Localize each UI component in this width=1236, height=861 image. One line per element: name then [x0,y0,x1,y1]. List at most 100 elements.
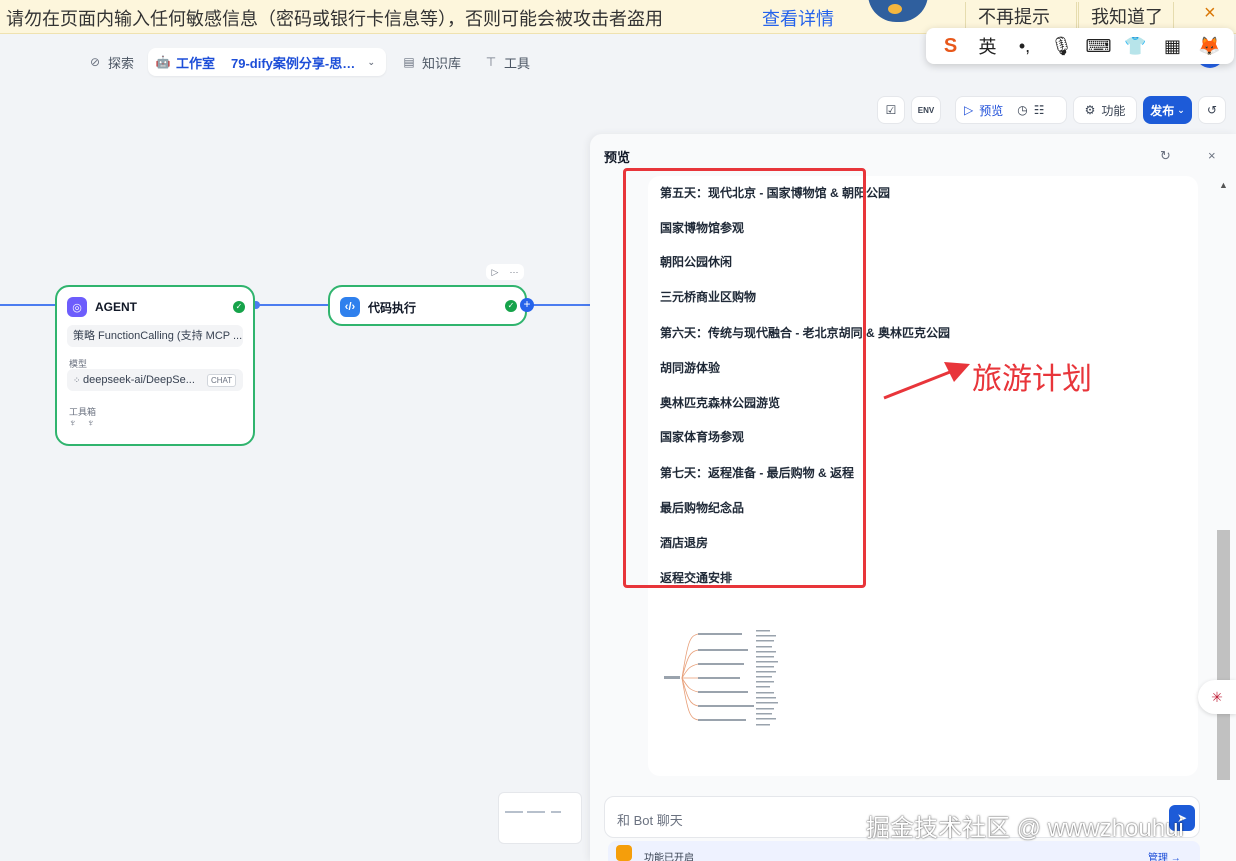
annotation-box [623,168,866,588]
itinerary-line: 第五天：现代北京 - 国家博物馆 & 朝阳公园 [660,186,890,200]
itinerary-line: 国家博物馆参观 [660,221,745,235]
env-button[interactable]: ENV [911,96,941,124]
history-icon: ↺ [1206,103,1218,117]
success-check-icon: ✓ [233,301,245,313]
features-enabled-text: 功能已开启 [644,853,694,861]
robot-icon: 🤖 [155,55,171,69]
mindmap-image[interactable] [658,600,808,762]
features-button[interactable]: ⚙ 功能 [1073,96,1137,124]
checklist-icon[interactable]: ☷ [1033,103,1045,117]
play-icon: ▷ [964,103,974,117]
send-button[interactable]: ➤ [1169,805,1195,831]
preview-title: 预览 [604,150,631,165]
ime-toolbar: S 英 •, 🎙 ⌨ 👕 ▦ 🦊 [926,28,1234,64]
fox-mascot-icon[interactable]: 🦊 [1198,35,1221,56]
model-name: deepseek-ai/DeepSe... [83,374,195,386]
view-details-link[interactable]: 查看详情 [762,9,834,29]
itinerary-line: 国家体育场参观 [660,430,745,444]
preview-group: ▷ 预览 ◷ ☷ [955,96,1067,124]
warning-text: 请勿在页面内输入任何敏感信息（密码或银行卡信息等），否则可能会被攻击者盗用 [6,9,663,29]
more-icon[interactable]: ··· [509,267,519,277]
edge-code-out [526,304,592,306]
itinerary-line: 胡同游体验 [660,361,721,375]
ime-lang-toggle[interactable]: 英 [978,37,997,57]
agent-icon: ◎ [67,297,87,317]
microphone-icon[interactable]: 🎙 [1050,35,1073,56]
agent-node[interactable]: ◎ AGENT ✓ 策略 FunctionCalling (支持 MCP ...… [55,285,255,446]
watermark-text: 掘金技术社区 @ wwwzhouhui [866,815,1184,842]
code-node-title: 代码执行 [368,300,417,315]
punctuation-icon[interactable]: •, [1018,35,1031,56]
scrollbar-thumb[interactable] [1217,530,1230,780]
chevron-down-icon[interactable]: ⌄ [367,56,376,67]
agent-output-handle[interactable] [252,301,260,309]
annotation-arrow-icon [883,362,970,400]
mascot-image [868,0,928,22]
code-node[interactable]: ‹/› 代码执行 ✓ [328,285,527,326]
itinerary-line: 奥林匹克森林公园游览 [660,396,781,410]
app-name[interactable]: 79-dify案例分享-思维... [231,55,359,71]
close-icon[interactable]: × [1208,148,1216,163]
model-label: 模型 [69,359,88,369]
warning-banner: 请勿在页面内输入任何敏感信息（密码或银行卡信息等），否则可能会被攻击者盗用 查看… [0,0,1236,34]
code-icon: ‹/› [340,297,360,317]
manage-features-link[interactable]: 管理 → [1148,853,1181,861]
nav-tools-label: 工具 [504,55,531,71]
itinerary-line: 最后购物纪念品 [660,501,745,515]
chevron-down-icon: ⌄ [1177,104,1185,115]
floating-assistant-icon[interactable]: ✳ [1198,680,1236,714]
agent-model-field[interactable]: deepseek-ai/DeepSe... [67,369,243,391]
nav-explore[interactable]: ⊘ 探索 [88,50,134,74]
banner-close-icon[interactable]: × [1204,2,1216,24]
dont-remind-button[interactable]: 不再提示 [965,2,1077,32]
history-run-icon[interactable]: ◷ [1017,103,1028,117]
model-provider-icon: ⁘ [73,375,81,385]
sogou-logo-icon[interactable]: S [943,34,958,57]
hammer-icon: ⊤ [485,55,497,69]
run-node-icon[interactable]: ▷ [491,266,499,277]
env-label: ENV [917,105,935,115]
nav-explore-label: 探索 [108,55,135,71]
chat-input-box[interactable]: 和 Bot 聊天 ➤ [604,796,1200,838]
add-node-plus-icon[interactable]: + [520,298,534,312]
itinerary-line: 酒店退房 [660,536,709,550]
itinerary-line: 返程交通安排 [660,571,733,585]
refresh-icon[interactable]: ↻ [1160,148,1171,163]
grid-icon[interactable]: ▦ [1163,35,1181,56]
compass-icon: ⊘ [89,55,101,69]
got-it-button[interactable]: 我知道了 [1078,2,1174,32]
model-chat-tag: CHAT [207,374,237,387]
keyboard-icon[interactable]: ⌨ [1085,35,1112,56]
features-label: 功能 [1101,103,1126,118]
checklist-button[interactable]: ☑ [877,96,905,124]
preview-button[interactable]: 预览 [979,103,1004,118]
nav-tools[interactable]: ⊤ 工具 [484,50,530,74]
nav-knowledge-label: 知识库 [422,55,462,71]
edge-in [0,304,56,306]
mindmap-graphic [664,630,778,726]
skin-icon[interactable]: 👕 [1124,35,1147,56]
agent-node-title: AGENT [95,300,137,314]
success-check-icon: ✓ [505,300,517,312]
canvas-minimap[interactable] [498,792,582,844]
nav-knowledge[interactable]: ▤ 知识库 [402,50,461,74]
code-node-header: ‹/› 代码执行 [340,297,416,317]
publish-button[interactable]: 发布 ⌄ [1143,96,1192,124]
nav-studio[interactable]: 🤖 工作室 79-dify案例分享-思维... ⌄ [148,48,386,76]
features-enabled-bar: 功能已开启 管理 → [608,841,1200,861]
bot-message: 第五天：现代北京 - 国家博物馆 & 朝阳公园 国家博物馆参观 朝阳公园休闲 三… [648,176,1198,776]
tool-icon[interactable]: ♆ [87,418,95,429]
edge-agent-code [254,304,328,306]
publish-label: 发布 [1150,103,1175,118]
scroll-up-arrow-icon[interactable]: ▲ [1219,180,1228,190]
annotation-label: 旅游计划 [972,363,1092,396]
itinerary-line: 三元桥商业区购物 [660,290,757,304]
itinerary-line: 第六天：传统与现代融合 - 老北京胡同 & 奥林匹克公园 [660,326,951,340]
checklist-icon: ☑ [885,103,897,117]
node-actions: ▷ ··· [486,264,524,280]
toolbox-label: 工具箱 [69,407,97,417]
features-icon: ⚙ [1084,103,1096,117]
agent-strategy-field[interactable]: 策略 FunctionCalling (支持 MCP ... [67,325,243,347]
version-history-button[interactable]: ↺ [1198,96,1226,124]
tool-icon[interactable]: ♆ [69,418,77,429]
